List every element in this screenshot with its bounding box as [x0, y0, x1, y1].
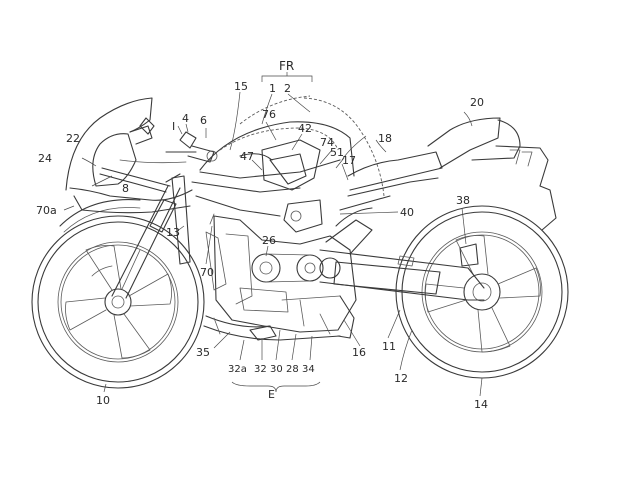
label-34: 34 [302, 364, 315, 375]
handlebar [165, 131, 218, 163]
label-14: 14 [474, 398, 488, 411]
front-fork [59, 173, 191, 299]
label-18: 18 [378, 132, 392, 145]
label-17: 17 [342, 154, 356, 167]
label-e: E [268, 388, 275, 401]
label-32: 32 [254, 364, 267, 375]
label-42: 42 [298, 122, 312, 135]
engine [205, 213, 357, 341]
label-8: 8 [122, 182, 129, 195]
frame-and-tank [191, 95, 385, 233]
label-20: 20 [470, 96, 484, 109]
label-16: 16 [352, 346, 366, 359]
label-47: 47 [240, 150, 254, 163]
label-6: 6 [200, 114, 207, 127]
label-70: 70 [200, 266, 214, 279]
label-fr: FR [279, 59, 294, 73]
label-51: 51 [330, 146, 344, 159]
label-76: 76 [262, 108, 276, 121]
label-35: 35 [196, 346, 210, 359]
fr-bracket [261, 72, 313, 82]
e-bracket [231, 381, 321, 393]
front-fairing [65, 97, 193, 214]
label-38: 38 [456, 194, 470, 207]
seat-and-tail [339, 117, 557, 231]
label-10: 10 [96, 394, 110, 407]
reference-labels: FR 1 2 15 4 6 I 76 42 47 74 51 17 18 20 … [36, 59, 488, 411]
label-15: 15 [234, 80, 248, 93]
label-22: 22 [66, 132, 80, 145]
label-2: 2 [284, 82, 291, 95]
lower-fairing [203, 295, 355, 341]
leader-lines [63, 91, 483, 397]
label-1: 1 [269, 82, 276, 95]
label-30: 30 [270, 364, 283, 375]
label-74: 74 [320, 136, 334, 149]
label-12: 12 [394, 372, 408, 385]
label-26: 26 [262, 234, 276, 247]
label-13: 13 [166, 226, 180, 239]
label-40: 40 [400, 206, 414, 219]
front-wheel [31, 215, 205, 389]
label-i: I [172, 120, 175, 133]
rear-wheel [395, 205, 569, 379]
label-4: 4 [182, 112, 189, 125]
label-11: 11 [382, 340, 396, 353]
label-70a: 70a [36, 204, 57, 217]
label-24: 24 [38, 152, 52, 165]
label-32a: 32a [228, 364, 247, 375]
label-28: 28 [286, 364, 299, 375]
